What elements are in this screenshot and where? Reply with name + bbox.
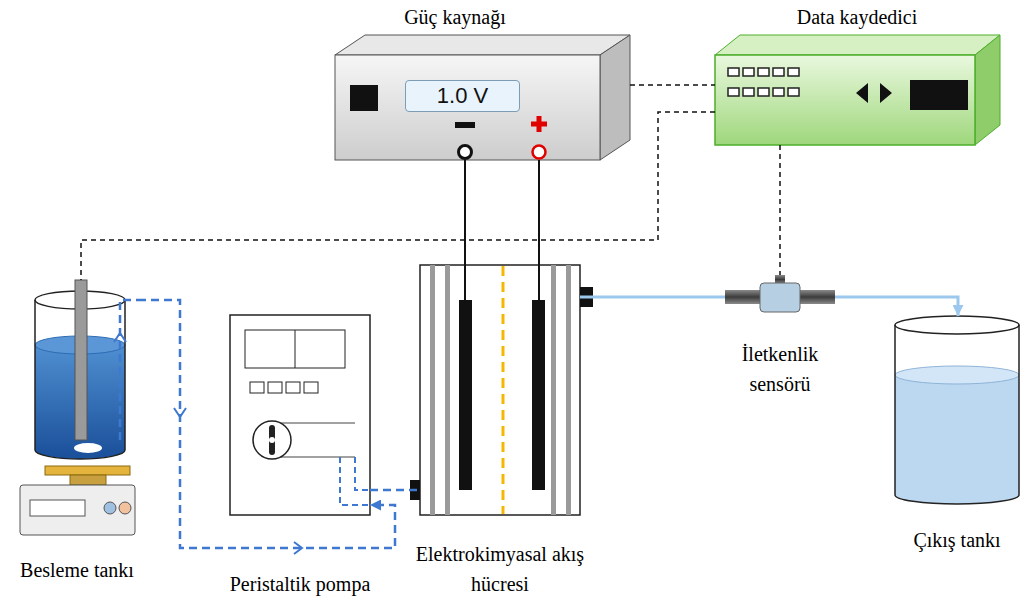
peristaltic-pump: Peristaltik pompa	[230, 315, 370, 515]
electrode-lead	[465, 265, 539, 300]
button	[728, 88, 739, 96]
stirrer-display	[30, 500, 85, 516]
button	[743, 68, 754, 76]
button	[758, 68, 769, 76]
power-supply-drawing	[335, 35, 630, 160]
display-reading: 1.0 V	[437, 85, 488, 107]
rotor-hub	[269, 437, 275, 443]
flow-direction	[114, 333, 126, 342]
stir-bar	[74, 443, 102, 453]
flow-line	[370, 489, 420, 492]
arrow-keys	[856, 83, 892, 103]
logger-screen	[910, 80, 968, 110]
plus-symbol	[531, 116, 547, 132]
component-label: İletkenlik sensörü	[725, 339, 835, 399]
stirrer-knob	[119, 502, 131, 514]
button	[773, 68, 784, 76]
pump-drawing	[230, 315, 370, 515]
power-supply: Güç kaynağı1.0 V	[335, 35, 630, 160]
power-wire	[464, 160, 466, 265]
pump-screen	[245, 330, 345, 368]
minus-terminal	[459, 146, 472, 159]
button	[286, 382, 300, 393]
case-front	[335, 55, 600, 160]
output-tank: Çıkış tankı	[895, 316, 1020, 506]
sensor-port	[799, 290, 835, 304]
feed-tank-drawing	[20, 280, 138, 535]
flow-line	[835, 297, 958, 316]
button	[728, 68, 739, 76]
component-label: Peristaltik pompa	[205, 569, 395, 599]
screen-divider	[295, 330, 296, 368]
logger-top	[715, 35, 1000, 55]
gasket	[551, 265, 556, 515]
flow-cell: Elektrokimyasal akış hücresi	[420, 265, 580, 515]
beaker-wall	[895, 325, 1019, 504]
flow-cell-drawing	[410, 265, 593, 515]
logger-side	[975, 35, 1000, 145]
conductivity-sensor: İletkenlik sensörü	[725, 275, 835, 315]
button	[250, 382, 264, 393]
suction-tube	[120, 300, 138, 440]
power-wire	[538, 160, 540, 265]
data-logger-drawing	[715, 35, 1000, 145]
power-switch	[350, 85, 378, 111]
sensor-body	[760, 283, 800, 312]
signal-cable	[630, 84, 715, 86]
electrode	[459, 300, 472, 490]
conductivity-probe	[75, 280, 87, 440]
stirrer-base	[20, 485, 135, 535]
output-liquid	[895, 375, 1019, 504]
sensor-port	[725, 290, 761, 304]
hot-plate	[45, 466, 130, 475]
stirrer-knob	[104, 502, 116, 514]
end-plate	[566, 265, 571, 515]
case-side	[600, 35, 630, 160]
beaker-rim	[895, 316, 1019, 334]
voltage-display: 1.0 V	[405, 80, 520, 112]
cell-frame	[420, 265, 580, 515]
case-top	[335, 35, 630, 55]
component-label: Çıkış tankı	[897, 525, 1017, 555]
gasket	[445, 265, 450, 515]
button	[304, 382, 318, 393]
pump-rotor	[269, 428, 275, 452]
component-label: Güç kaynağı	[365, 2, 545, 32]
output-tank-drawing	[895, 316, 1019, 504]
liquid-surface	[895, 366, 1019, 384]
plate-stem	[70, 475, 106, 485]
sensor-drawing	[725, 275, 835, 312]
electrode	[532, 300, 545, 490]
data-logger: Data kaydedici	[715, 35, 1000, 145]
component-label: Data kaydedici	[757, 2, 957, 32]
flow-line	[138, 300, 395, 548]
button	[788, 88, 799, 96]
button	[743, 88, 754, 96]
component-label: Elektrokimyasal akış hücresi	[415, 539, 585, 599]
pump-ports	[340, 457, 370, 505]
end-plate	[430, 265, 435, 515]
button	[788, 68, 799, 76]
logger-buttons	[728, 68, 799, 96]
plus-terminal	[533, 146, 546, 159]
button	[773, 88, 784, 96]
component-label: Besleme tankı	[2, 555, 152, 585]
flow-line	[580, 296, 725, 299]
button	[758, 88, 769, 96]
button	[268, 382, 282, 393]
pump-head	[253, 421, 291, 459]
signal-cable	[81, 112, 715, 280]
pump-buttons	[250, 382, 318, 393]
pump-case	[230, 315, 370, 515]
minus-symbol	[455, 122, 475, 128]
signal-cable	[779, 145, 781, 275]
separator	[502, 266, 505, 514]
feed-tank: Besleme tankı	[20, 280, 138, 535]
logger-front	[715, 55, 975, 145]
